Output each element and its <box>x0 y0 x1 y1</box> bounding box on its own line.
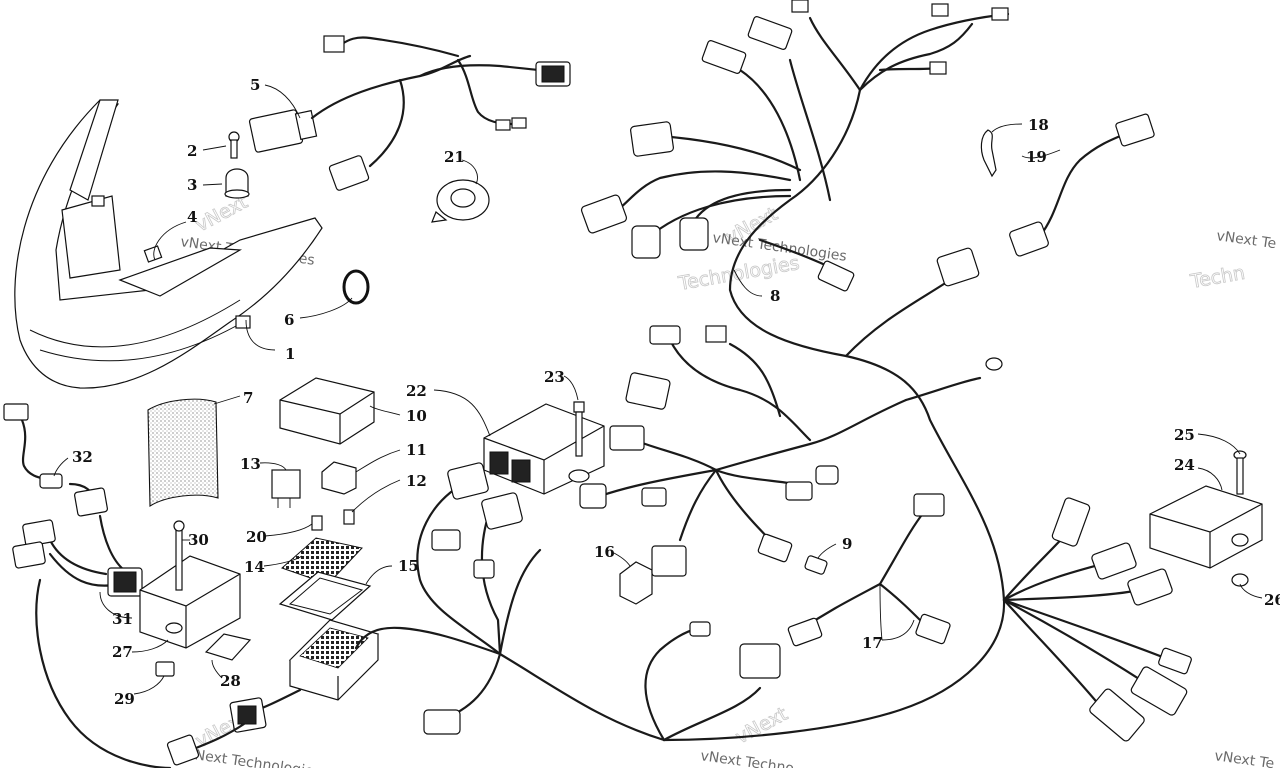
headlight-housing <box>14 99 323 389</box>
callout-6: 6 <box>284 311 294 329</box>
watermark-text: vNext <box>732 703 791 748</box>
callout-8: 8 <box>770 287 780 305</box>
watermark-text: vNext Techno <box>699 748 794 768</box>
horn-21 <box>431 179 490 223</box>
harness-32 <box>3 403 108 517</box>
callout-3: 3 <box>187 176 197 194</box>
callout-23: 23 <box>544 368 565 386</box>
watermark-text: Techn <box>1188 262 1247 293</box>
relay-11 <box>321 461 357 495</box>
callout-21: 21 <box>444 148 465 166</box>
callout-18: 18 <box>1028 116 1049 134</box>
callout-7: 7 <box>243 389 253 407</box>
callout-24: 24 <box>1174 456 1195 474</box>
grommet-6 <box>342 269 370 305</box>
callout-25: 25 <box>1174 426 1195 444</box>
callout-31: 31 <box>112 610 133 628</box>
ecu-harness <box>166 462 542 766</box>
callout-30: 30 <box>188 531 209 549</box>
callout-28: 28 <box>220 672 241 690</box>
callout-32: 32 <box>72 448 93 466</box>
bolt-25 <box>1231 450 1249 547</box>
upper-left-harness <box>310 35 571 191</box>
callout-14: 14 <box>244 558 265 576</box>
bolt-23 <box>568 401 590 483</box>
callout-13: 13 <box>240 455 261 473</box>
connector-16 <box>619 561 653 605</box>
fuse-12 <box>343 509 355 525</box>
harness-connectors <box>579 0 1192 742</box>
callout-4: 4 <box>187 208 197 226</box>
label-28 <box>204 633 252 661</box>
fuse-20 <box>311 515 323 531</box>
callout-27: 27 <box>112 643 133 661</box>
callout-22: 22 <box>406 382 427 400</box>
clip-18 <box>980 129 997 178</box>
leader-lines <box>53 84 1263 695</box>
fuse-block-base <box>288 619 380 701</box>
callout-1: 1 <box>285 345 295 363</box>
watermark-text: Technologies <box>676 252 801 295</box>
harness-31 <box>12 514 172 768</box>
callout-26: 26 <box>1264 591 1280 609</box>
callout-9: 9 <box>842 535 852 553</box>
terminal-9 <box>804 555 828 575</box>
fuse-box-27 <box>139 520 241 649</box>
callout-19: 19 <box>1026 148 1047 166</box>
relay-13 <box>271 469 301 508</box>
harness-19 <box>1009 113 1155 257</box>
callout-labels: 1 2 3 4 5 6 7 8 9 10 11 12 13 14 15 16 1… <box>72 76 1280 708</box>
callout-2: 2 <box>187 142 197 160</box>
watermark-text: vNext Technologies <box>185 746 321 768</box>
fuse-box-cover-10 <box>279 377 375 445</box>
clip-29 <box>155 661 175 677</box>
callout-15: 15 <box>398 557 419 575</box>
clamp-3 <box>224 168 250 199</box>
callout-17: 17 <box>862 634 883 652</box>
main-harness-8 <box>498 12 1172 742</box>
callout-20: 20 <box>246 528 267 546</box>
clip-4 <box>143 245 163 263</box>
connector-5 <box>248 109 318 153</box>
watermark-text: vNext Te <box>1213 748 1275 768</box>
callout-16: 16 <box>594 543 615 561</box>
wrap-sheet-7 <box>147 398 219 507</box>
callout-29: 29 <box>114 690 135 708</box>
callout-10: 10 <box>406 407 427 425</box>
nut-26 <box>1231 573 1249 587</box>
screw-2 <box>228 131 240 159</box>
callout-11: 11 <box>406 441 427 459</box>
callout-12: 12 <box>406 472 427 490</box>
watermark-text: vNext Te <box>1215 228 1277 252</box>
callout-5: 5 <box>250 76 260 94</box>
regulator-module-24 <box>1149 485 1263 569</box>
gasket-15 <box>278 571 372 621</box>
